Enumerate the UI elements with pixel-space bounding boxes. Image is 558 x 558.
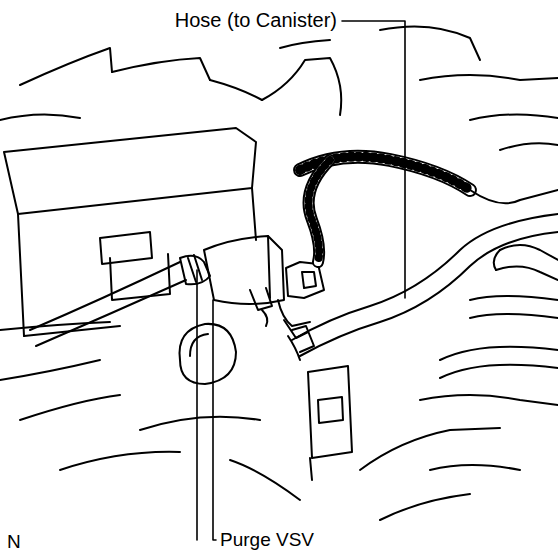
orientation-mark: N [6,532,22,553]
engine-outline [0,26,558,520]
part-label: Purge VSV [219,530,315,551]
wire-harness [300,157,558,262]
bracket [308,366,352,480]
hose [420,245,558,405]
part-label: Hose (to Canister) [174,9,338,31]
purge-vsv [204,236,324,338]
hose [30,255,210,346]
canister-hose [288,214,558,360]
leader-line [197,21,405,540]
